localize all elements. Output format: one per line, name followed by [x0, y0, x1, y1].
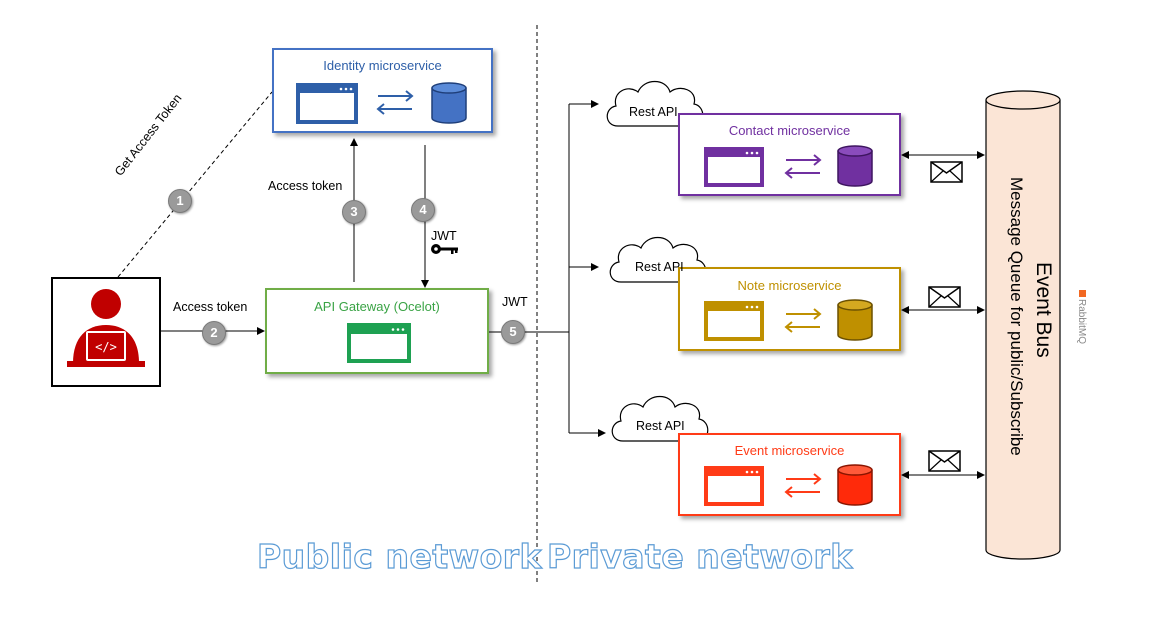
step-badge-1: 1 — [168, 189, 192, 213]
jwt-out-label: JWT — [502, 295, 528, 309]
contact-title: Contact microservice — [728, 123, 851, 138]
identity-title: Identity microservice — [323, 58, 442, 73]
public-network-label: Public network — [256, 536, 543, 576]
event-title: Event microservice — [734, 443, 845, 458]
event-bus-title: Event Bus — [1032, 262, 1055, 358]
event-bus-subtitle: Message Queue for public/Subscribe — [1007, 177, 1026, 456]
event-icons — [704, 464, 873, 506]
database-icon — [431, 82, 467, 124]
step-badge-4: 4 — [411, 198, 435, 222]
note-title: Note microservice — [737, 278, 842, 293]
svg-text:</>: </> — [95, 340, 117, 354]
jwt-key-label: JWT — [431, 229, 457, 243]
key-icon — [431, 244, 458, 254]
access-token-label-up: Access token — [268, 179, 343, 193]
identity-icons — [296, 82, 467, 124]
note-icons — [704, 299, 873, 341]
window-icon — [347, 323, 411, 363]
cloud-icon — [611, 395, 709, 442]
exchange-arrows-icon — [784, 154, 822, 179]
exchange-arrows-icon — [784, 473, 822, 498]
contact-icons — [704, 145, 873, 187]
step-badge-2: 2 — [202, 321, 226, 345]
database-icon — [837, 299, 873, 341]
window-icon — [296, 83, 358, 124]
event-bus-cylinder — [985, 90, 1061, 560]
step-badge-5: 5 — [501, 320, 525, 344]
rabbitmq-brand: RabbitMQ — [1076, 299, 1087, 345]
exchange-arrows-icon — [784, 308, 822, 333]
private-network-label: Private network — [546, 536, 853, 576]
window-icon — [704, 147, 764, 187]
envelope-icon — [930, 161, 963, 183]
identity-microservice-box[interactable]: Identity microservice — [272, 48, 493, 133]
window-icon — [704, 301, 764, 341]
envelope-icon — [928, 286, 961, 308]
envelope-icon — [928, 450, 961, 472]
step-badge-3: 3 — [342, 200, 366, 224]
rabbitmq-logo: RabbitMQ — [1076, 290, 1087, 344]
event-microservice-box[interactable]: Event microservice — [678, 433, 901, 516]
access-token-label-left: Access token — [173, 300, 248, 314]
rest-api-label-note: Rest API — [635, 260, 684, 274]
database-icon — [837, 464, 873, 506]
contact-microservice-box[interactable]: Contact microservice — [678, 113, 901, 196]
exchange-arrows-icon — [376, 90, 414, 115]
rabbitmq-mark — [1079, 290, 1086, 297]
note-microservice-box[interactable]: Note microservice — [678, 267, 901, 351]
rest-api-label-event: Rest API — [636, 419, 685, 433]
developer-box: </> — [51, 277, 161, 387]
api-gateway-box[interactable]: API Gateway (Ocelot) — [265, 288, 489, 374]
developer-icon: </> — [67, 289, 145, 367]
database-icon — [837, 145, 873, 187]
window-icon — [704, 466, 764, 506]
get-token-line — [117, 91, 273, 278]
rest-api-label-contact: Rest API — [629, 105, 678, 119]
gateway-title: API Gateway (Ocelot) — [314, 299, 440, 314]
